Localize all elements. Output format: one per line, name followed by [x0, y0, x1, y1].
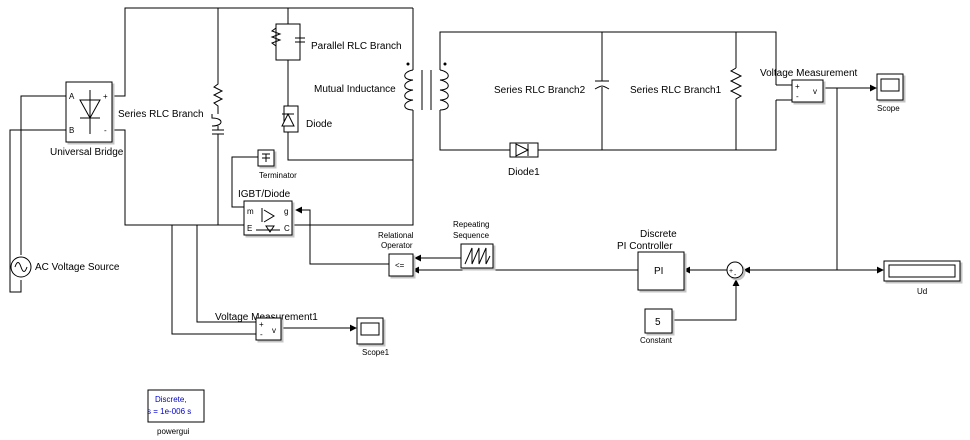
powergui-block[interactable]: Discrete, s = 1e-006 s — [147, 389, 205, 423]
diode1-block[interactable] — [509, 142, 539, 158]
diode-label: Diode — [306, 119, 333, 130]
series-rlc-block[interactable] — [211, 78, 224, 150]
mutual-inductance-label: Mutual Inductance — [314, 84, 396, 95]
bridge-port-minus: - — [104, 126, 107, 135]
svg-text:PI: PI — [654, 266, 663, 277]
parallel-rlc-block[interactable] — [270, 23, 305, 61]
ud-display-block[interactable] — [883, 260, 961, 282]
ac-source-label: AC Voltage Source — [35, 262, 120, 273]
svg-text:+: + — [795, 82, 800, 91]
svg-text:v: v — [272, 326, 276, 335]
bridge-port-plus: + — [103, 92, 108, 101]
scope1-label: Scope1 — [362, 348, 390, 357]
mutual-inductance-block[interactable] — [404, 62, 449, 111]
svg-text:-: - — [796, 92, 799, 101]
svg-text:<=: <= — [395, 261, 405, 270]
universal-bridge-block[interactable]: A B + - — [65, 81, 113, 143]
ud-label: Ud — [917, 287, 927, 296]
svg-text:+: + — [729, 268, 733, 275]
diode1-label: Diode1 — [508, 167, 540, 178]
scope-block[interactable] — [876, 73, 904, 101]
bridge-port-a: A — [69, 92, 75, 101]
relational-operator-label-2: Operator — [381, 241, 413, 250]
series-rlc-label: Series RLC Branch — [118, 109, 204, 120]
svg-text:s = 1e-006 s: s = 1e-006 s — [147, 407, 191, 416]
series-rlc1-block[interactable] — [729, 67, 743, 104]
repeating-sequence-block[interactable] — [460, 243, 494, 269]
pi-controller-label-2: PI Controller — [617, 241, 673, 252]
ac-source-block[interactable] — [10, 256, 32, 278]
igbt-port-g: g — [284, 207, 288, 216]
pi-controller-block[interactable]: PI — [637, 251, 685, 291]
relational-operator-block[interactable]: <= — [388, 253, 414, 277]
scope-label: Scope — [877, 104, 900, 113]
power-wires — [9, 7, 792, 335]
igbt-port-m: m — [247, 207, 254, 216]
bridge-port-b: B — [69, 126, 74, 135]
igbt-block[interactable]: m g E C — [243, 200, 293, 236]
parallel-rlc-label: Parallel RLC Branch — [311, 41, 402, 52]
repeating-sequence-label-2: Sequence — [453, 231, 490, 240]
signal-wires — [281, 84, 884, 332]
svg-text:Discrete,: Discrete, — [155, 395, 187, 404]
svg-text:+: + — [259, 320, 264, 329]
constant-label: Constant — [640, 336, 673, 345]
igbt-label: IGBT/Diode — [238, 189, 291, 200]
voltage-measurement-block[interactable]: + - v — [791, 79, 824, 103]
constant-block[interactable]: 5 — [644, 308, 673, 334]
scope1-block[interactable] — [356, 317, 384, 345]
terminator-label: Terminator — [259, 171, 297, 180]
diode-block[interactable] — [281, 105, 299, 133]
pi-controller-label-1: Discrete — [640, 229, 677, 240]
series-rlc2-block[interactable] — [594, 68, 610, 100]
sum-block[interactable]: + - — [726, 261, 744, 279]
svg-text:-: - — [734, 272, 737, 279]
svg-text:v: v — [813, 87, 817, 96]
relational-operator-label-1: Relational — [378, 231, 414, 240]
igbt-port-e: E — [247, 224, 252, 233]
powergui-label: powergui — [157, 427, 190, 436]
terminator-block[interactable] — [257, 149, 275, 167]
svg-text:-: - — [260, 330, 263, 339]
series-rlc1-label: Series RLC Branch1 — [630, 85, 722, 96]
repeating-sequence-label-1: Repeating — [453, 220, 489, 229]
universal-bridge-label: Universal Bridge — [50, 147, 124, 158]
svg-text:5: 5 — [655, 317, 661, 328]
series-rlc2-label: Series RLC Branch2 — [494, 85, 586, 96]
voltage-measurement1-block[interactable]: + - v — [255, 317, 282, 341]
igbt-port-c: C — [284, 224, 290, 233]
voltage-measurement-label: Voltage Measurement — [760, 68, 858, 79]
